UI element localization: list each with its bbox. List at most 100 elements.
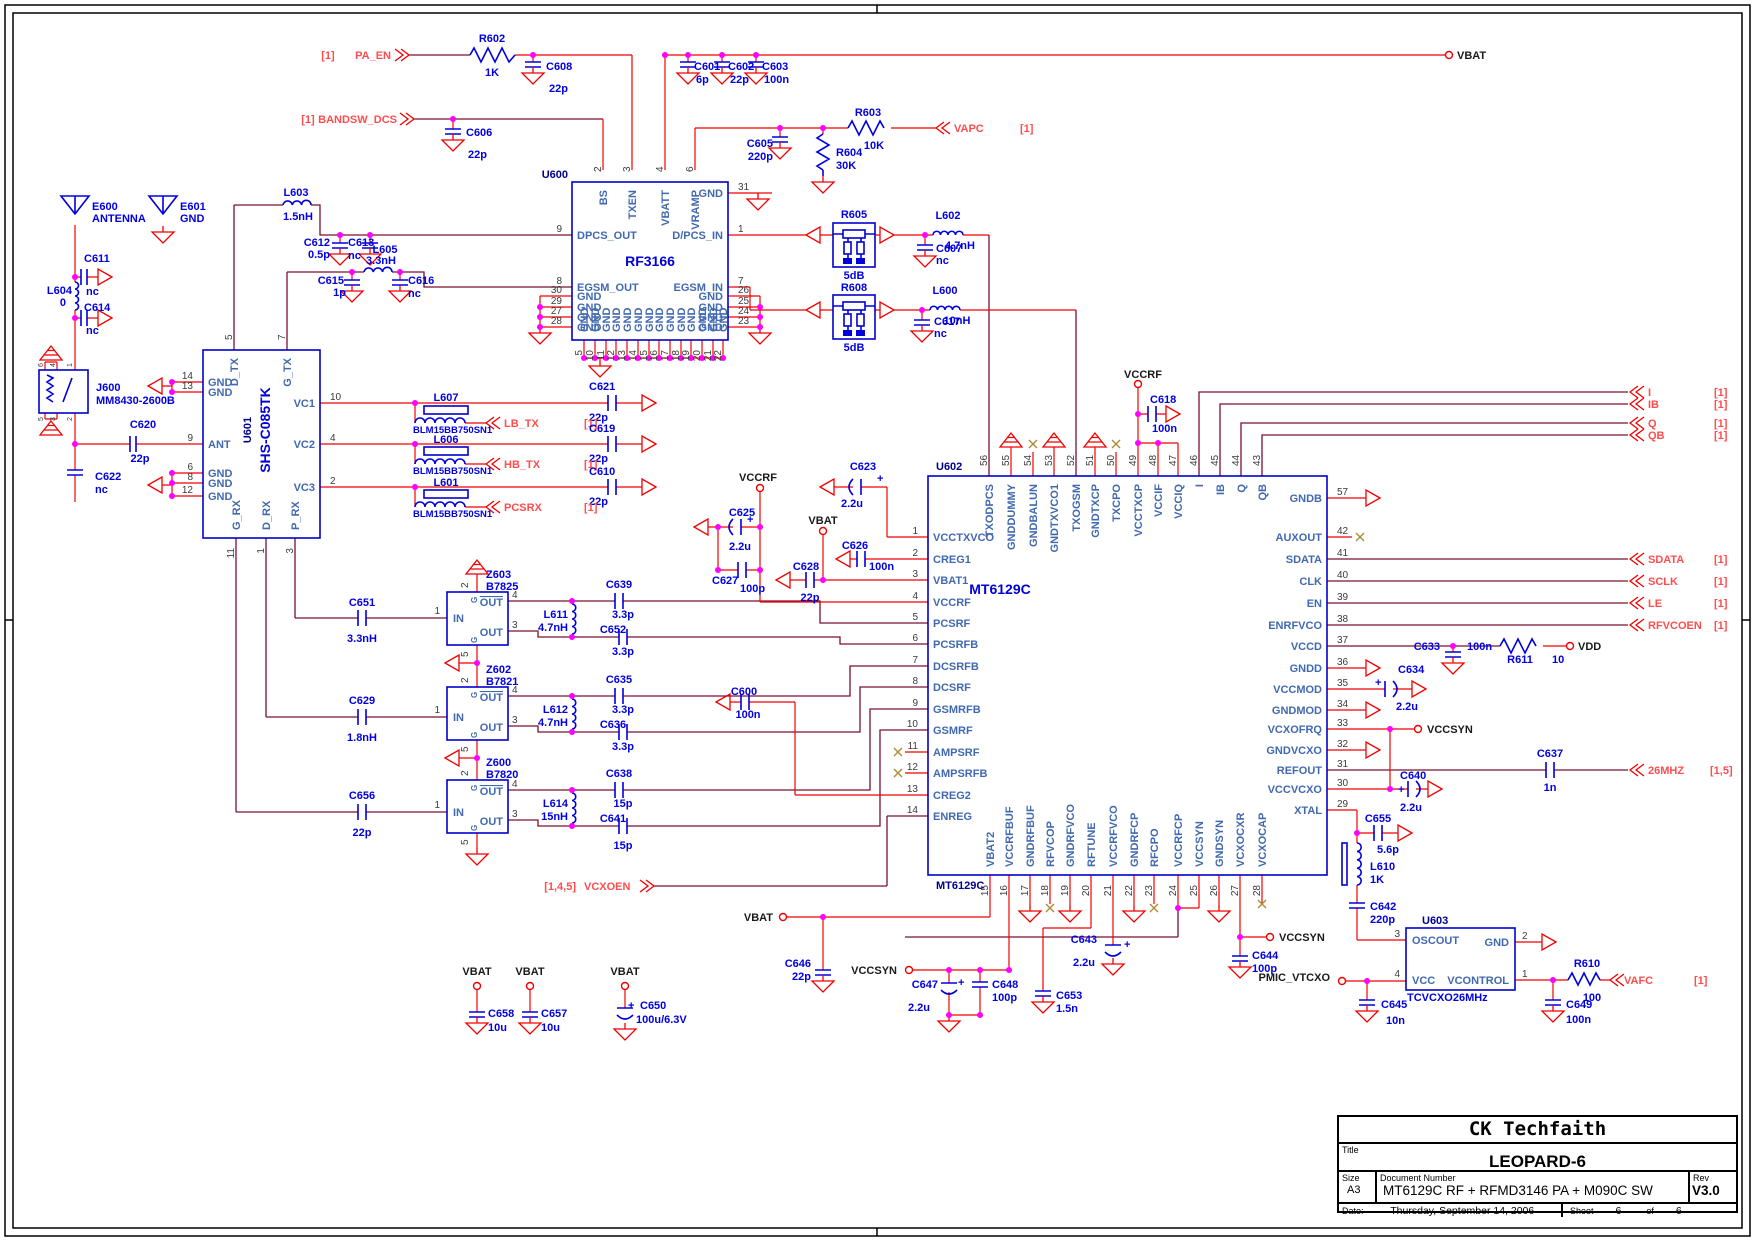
title-label: Title <box>1342 1145 1359 1155</box>
pin-number: 11 <box>908 741 919 752</box>
pin-label: IN <box>453 712 464 724</box>
pin-number: 33 <box>1337 718 1349 729</box>
net-label: 26MHZ <box>1648 765 1684 777</box>
component-label: GND <box>180 213 205 225</box>
component-label: + <box>877 473 883 485</box>
component-label: C635 <box>606 674 632 686</box>
pin-label: IN <box>453 613 464 625</box>
pin-number: 55 <box>1001 454 1012 466</box>
component-label: 4.7nH <box>945 240 975 252</box>
net-label: [1] <box>301 114 315 126</box>
power-label: VCCRF <box>739 472 777 484</box>
pin-number: 40 <box>1337 570 1349 581</box>
pin-number: 17 <box>660 350 671 362</box>
net-label: [1,4,5] <box>544 881 576 893</box>
net-label: LE <box>1648 598 1662 610</box>
pin-number: 9 <box>187 433 193 444</box>
net-label: [1] <box>584 502 598 514</box>
net-label: IB <box>1648 399 1659 411</box>
attenuator-outline-r608 <box>832 294 876 340</box>
document-cell: Document Number MT6129C RF + RFMD3146 PA… <box>1377 1172 1690 1202</box>
date-label: Date: <box>1342 1205 1364 1216</box>
net-label: [1] <box>1714 430 1728 442</box>
component-label: E601 <box>180 201 206 213</box>
pin-number: 49 <box>1128 454 1139 466</box>
pin-number: 7 <box>912 655 918 666</box>
component-label: R603 <box>855 107 881 119</box>
pin-number: 28 <box>551 316 563 327</box>
component-label: C656 <box>349 790 375 802</box>
pin-number: 1 <box>256 548 267 554</box>
component-label: C627 <box>712 575 738 587</box>
connector-outline-j600 <box>38 369 89 414</box>
component-label: R611 <box>1507 654 1533 666</box>
pin-number: 22 <box>1124 885 1135 897</box>
component-label: C639 <box>606 579 632 591</box>
component-label: 100n <box>869 561 894 573</box>
component-label: 100n <box>735 709 760 721</box>
pin-label: TXCPO <box>1111 484 1123 522</box>
pin-label: VCONTROL <box>1447 975 1509 987</box>
pin-label: VCC <box>1412 975 1435 987</box>
pin-label: VCCSYN <box>1194 821 1206 867</box>
component-label: C650 <box>640 1000 666 1012</box>
net-label: VCXOEN <box>584 881 631 893</box>
component-label: L601 <box>433 477 458 489</box>
ferrite-bead-l606 <box>423 446 469 456</box>
pin-number: 7 <box>277 334 288 340</box>
component-label: C602 <box>728 61 754 73</box>
chip-outline-u603-tcvcxo <box>1405 927 1516 991</box>
pin-number: 54 <box>1023 454 1034 466</box>
net-label: [1] <box>584 418 598 430</box>
component-label: 22p <box>468 149 487 161</box>
pin-number: 29 <box>551 296 563 307</box>
ref-designator: U602 <box>936 461 962 473</box>
component-label: 22p <box>589 412 608 424</box>
pin-number: 18 <box>671 350 682 362</box>
pin-number: 56 <box>979 454 990 466</box>
power-label: PMIC_VTCXO <box>1258 972 1330 984</box>
component-label: TCVCXO26MHz <box>1407 992 1488 1004</box>
pin-label: VBAT2 <box>985 832 997 867</box>
inductor-core-l610 <box>1341 842 1348 886</box>
pin-number: 51 <box>1085 454 1096 466</box>
pin-label: G <box>470 825 479 831</box>
pin-label: GND <box>208 491 233 503</box>
ref-designator: MT6129C <box>936 880 984 892</box>
pin-number: 18 <box>1040 885 1051 897</box>
pin-number: 3 <box>285 548 296 554</box>
pin-number: 1 <box>67 363 74 367</box>
pin-number: 37 <box>1337 635 1349 646</box>
pin-label: I <box>1194 484 1206 487</box>
pin-number: 4 <box>512 685 518 696</box>
size-value: A3 <box>1347 1184 1361 1196</box>
component-label: 1K <box>1370 874 1384 886</box>
component-label: 15nH <box>541 811 568 823</box>
component-label: Z602 <box>486 664 511 676</box>
pin-label: GND <box>699 291 724 303</box>
component-label: C607 <box>936 243 962 255</box>
pin-number: 3 <box>512 809 518 820</box>
chip-name: SHS-C085TK <box>257 387 273 473</box>
component-label: L603 <box>283 187 308 199</box>
pin-label: GND <box>686 308 698 333</box>
pin-label: GNDB <box>1290 493 1322 505</box>
pin-label: GND <box>654 308 666 333</box>
net-label: HB_TX <box>504 459 541 471</box>
component-label: 1n <box>1544 782 1557 794</box>
component-label: 15p <box>614 798 633 810</box>
pin-number: 24 <box>1168 885 1179 897</box>
component-label: C651 <box>349 597 375 609</box>
component-label: R605 <box>841 209 867 221</box>
pin-label: PCSRF <box>933 618 971 630</box>
component-label: 10u <box>488 1022 507 1034</box>
chip-name: RF3166 <box>625 253 675 269</box>
pin-number: 29 <box>1337 799 1349 810</box>
pin-label: G <box>470 785 479 791</box>
pin-number: 20 <box>692 350 703 362</box>
component-label: MM8430-2600B <box>96 395 175 407</box>
component-label: L606 <box>433 434 458 446</box>
pin-number: 15 <box>980 885 991 897</box>
pin-number: 22 <box>713 350 724 362</box>
